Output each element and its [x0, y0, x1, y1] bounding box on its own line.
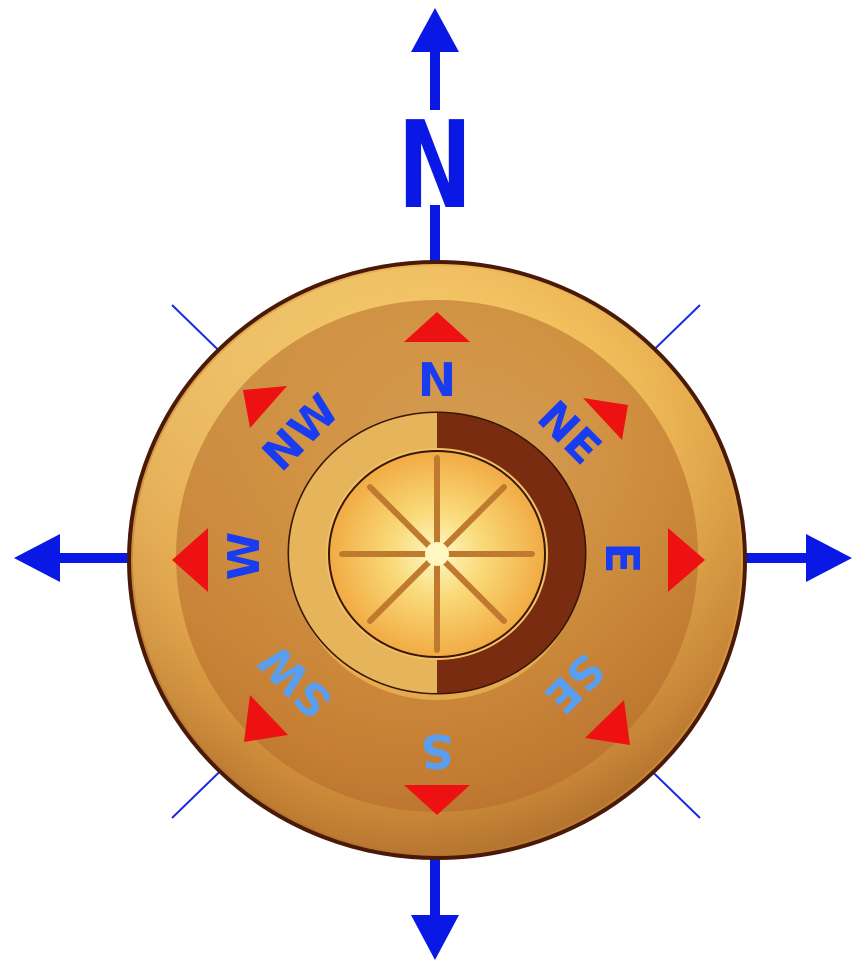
north-arrowhead [411, 8, 459, 52]
label-w: W [219, 532, 270, 581]
center-hub [425, 542, 449, 566]
north-letter: N [399, 97, 471, 236]
west-arrowhead [14, 534, 60, 582]
south-arrowhead [411, 915, 459, 960]
label-e: E [595, 542, 649, 573]
label-s: S [420, 724, 453, 778]
label-n: N [418, 353, 457, 407]
east-arrowhead [806, 534, 852, 582]
